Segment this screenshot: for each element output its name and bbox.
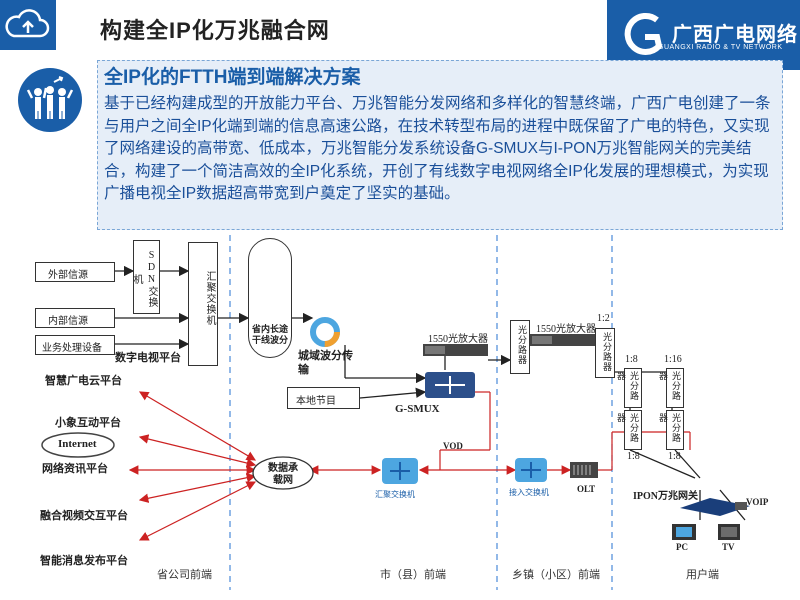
platform-label: 智慧广电云平台 <box>45 375 122 387</box>
access-switch-label: 接入交换机 <box>509 488 549 497</box>
amplifier-label: 1550光放大器 <box>536 324 596 335</box>
solution-callout <box>97 60 783 230</box>
zone-label: 乡镇（小区）前端 <box>512 569 600 581</box>
splitter-box: 光分路器 <box>595 328 615 378</box>
brand-logo <box>607 0 800 70</box>
gsmux-label: G-SMUX <box>395 403 440 415</box>
sdn-switch-box: SDN交换机 <box>131 240 160 314</box>
tv-icon <box>718 524 740 540</box>
ratio-label: 1:8 <box>627 451 640 462</box>
platform-label: 融合视频交互平台 <box>40 510 128 522</box>
source-box-internal: 内部信源 <box>35 308 115 328</box>
wdm-ring-icon <box>310 317 340 347</box>
access-switch-icon <box>515 458 547 482</box>
source-box-external: 外部信源 <box>35 262 115 282</box>
zone-label: 市（县）前端 <box>380 569 446 581</box>
amplifier-label: 1550光放大器 <box>428 334 488 345</box>
aggregation-switch-label: 汇聚交换机 <box>375 490 415 499</box>
local-program-box: 本地节目 <box>287 387 360 409</box>
tv-label: TV <box>722 542 735 552</box>
pc-label: PC <box>676 542 688 552</box>
olt-label: OLT <box>577 484 596 494</box>
aggregation-switch-box: 汇聚交换机 <box>188 242 218 366</box>
ratio-label: 1:2 <box>597 313 610 324</box>
zone-label: 省公司前端 <box>157 569 212 581</box>
callout-body: 基于已经构建成型的开放能力平台、万兆智能分发网络和多样化的智慧终端，广西广电创建… <box>104 95 771 202</box>
voip-label: VOIP <box>746 497 769 507</box>
platform-label: 网络资讯平台 <box>42 463 108 475</box>
phone-icon <box>735 502 747 510</box>
internet-cloud-icon <box>41 432 115 458</box>
splitter-box: 光分路器 <box>616 368 642 408</box>
ipon-gateway-icon <box>680 498 750 516</box>
platform-label: 智能消息发布平台 <box>40 555 128 567</box>
splitter-box: 光分路器 <box>658 368 684 408</box>
splitter-box: 光分路器 <box>510 320 530 374</box>
aggregation-switch-icon <box>382 458 418 484</box>
source-box-processing: 业务处理设备 <box>35 335 115 355</box>
data-network-cloud-icon <box>252 456 314 490</box>
splitter-box: 光分路器 <box>616 410 642 450</box>
backbone-label: 省内长途干线波分 <box>252 324 289 345</box>
ipon-label: IPON万兆网关 <box>633 491 698 502</box>
callout-title: 全IP化的FTTH端到端解决方案 <box>104 67 361 88</box>
digital-tv-platform-label: 数字电视平台 <box>115 352 181 364</box>
gsmux-switch-icon <box>425 372 475 398</box>
data-network-label: 数据承载网 <box>268 463 298 486</box>
backbone-wdm-node <box>248 238 292 358</box>
logo-text: 广西广电网络 <box>672 24 798 46</box>
ratio-label: 1:16 <box>664 354 682 365</box>
zone-label: 用户端 <box>686 569 719 581</box>
amplifier-icon <box>530 334 595 346</box>
splitter-box: 光分路器 <box>658 410 684 450</box>
logo-mark-icon <box>624 13 663 55</box>
internet-label: Internet <box>58 438 97 450</box>
page-title: 构建全IP化万兆融合网 <box>100 18 330 43</box>
pc-icon <box>672 524 696 540</box>
cloud-upload-icon <box>0 0 56 50</box>
team-success-icon <box>18 68 82 132</box>
platform-label: 小象互动平台 <box>55 417 121 429</box>
metro-wdm-label: 城域波分传输 <box>298 350 353 376</box>
olt-icon <box>570 462 598 478</box>
ratio-label: 1:8 <box>625 354 638 365</box>
logo-subtext: GUANGXI RADIO & TV NETWORK <box>658 44 783 51</box>
ratio-label: 1:8 <box>668 451 681 462</box>
amplifier-icon <box>423 344 488 356</box>
vod-label: VOD <box>443 441 463 451</box>
